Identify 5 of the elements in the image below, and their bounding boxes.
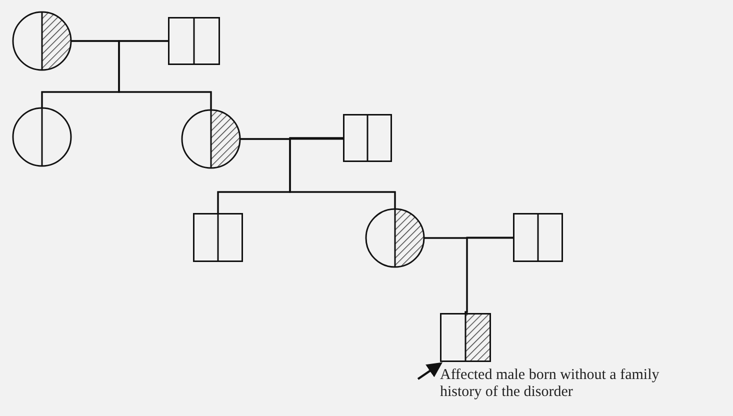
pedigree-line: [118, 40, 212, 110]
pointer-arrow: [417, 362, 443, 380]
caption-text: Affected male born without a family history of the disorder: [418, 367, 678, 401]
pedigree-line: [464, 236, 513, 314]
pedigree-line: [289, 137, 396, 209]
